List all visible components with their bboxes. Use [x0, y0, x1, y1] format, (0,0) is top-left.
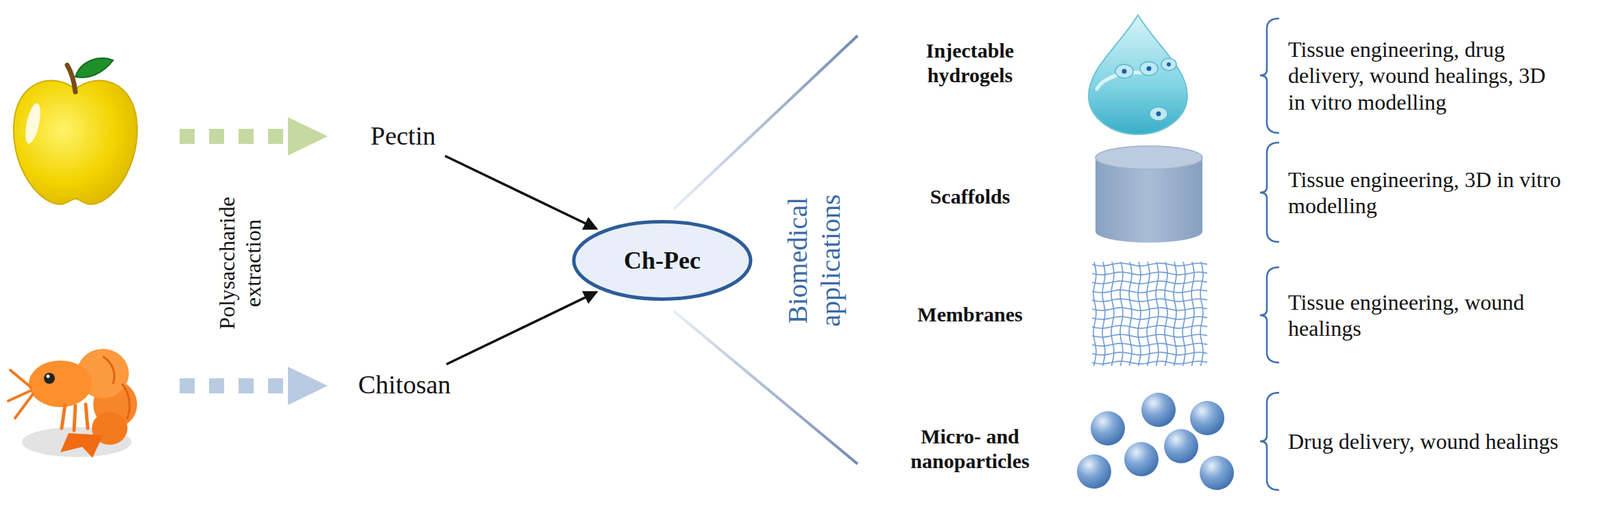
mesh-strand: [1155, 261, 1159, 367]
label-text: Membranes: [917, 302, 1023, 326]
mesh-strand: [1092, 289, 1208, 293]
mesh-strand: [1111, 261, 1114, 367]
mesh-strand: [1092, 361, 1208, 365]
mesh-strand: [1137, 261, 1141, 367]
label-text: Micro- and nanoparticles: [910, 425, 1029, 473]
blend-ellipse: Ch-Pec: [571, 219, 754, 302]
label-text: Tissue engineering, drug delivery, wound…: [1288, 37, 1546, 115]
mesh-strand: [1200, 261, 1204, 367]
node-text: Chitosan: [357, 369, 451, 400]
application-uses: Drug delivery, wound healings: [1288, 428, 1563, 455]
mesh-strand: [1164, 261, 1168, 367]
connector-arrow: [444, 155, 597, 229]
label-text: Tissue engineering, wound healings: [1288, 289, 1525, 341]
node-text: Ch-Pec: [623, 246, 701, 275]
shrimp-icon: [8, 348, 138, 458]
bracket: [1259, 18, 1280, 491]
mesh-strand: [1129, 261, 1132, 367]
mesh-strand: [1092, 298, 1208, 302]
mesh-strand: [1191, 261, 1195, 367]
process-label: Polysaccharide extraction: [213, 180, 267, 346]
mesh-strand: [1120, 261, 1123, 367]
mesh-strand: [1092, 334, 1208, 338]
fan-line: [673, 311, 858, 465]
extraction-arrow: [179, 117, 328, 156]
polysaccharide-node: Pectin: [365, 117, 442, 154]
mesh-strand: [1092, 281, 1208, 284]
application-uses: Tissue engineering, 3D in vitro modellin…: [1288, 166, 1563, 220]
apple-icon: [13, 58, 138, 205]
label-text: Scaffolds: [930, 185, 1011, 208]
node-text: Pectin: [370, 120, 436, 151]
section-heading: Biomedical applications: [781, 174, 848, 347]
ellipse-shape: [573, 222, 751, 300]
fan-line: [673, 35, 858, 210]
extraction-arrow: [179, 366, 328, 406]
label-text: Tissue engineering, 3D in vitro modellin…: [1288, 167, 1561, 218]
connector-arrow: [446, 292, 597, 365]
application-type: Injectable hydrogels: [904, 38, 1036, 88]
polysaccharide-node: Chitosan: [352, 366, 456, 403]
label-text: Polysaccharide extraction: [214, 196, 266, 330]
label-text: Injectable hydrogels: [926, 39, 1014, 87]
mesh-strand: [1093, 261, 1097, 367]
mesh-strand: [1092, 343, 1208, 347]
label-text: Biomedical applications: [782, 194, 846, 327]
mesh-strand: [1092, 263, 1208, 266]
scaffold-cylinder-icon: [1095, 146, 1203, 243]
mesh-strand: [1182, 261, 1186, 367]
mesh-strand: [1173, 261, 1177, 367]
application-type: Micro- and nanoparticles: [896, 424, 1045, 474]
application-type: Scaffolds: [898, 184, 1042, 210]
mesh-strand: [1146, 261, 1150, 367]
mesh-strand: [1102, 261, 1106, 367]
application-type: Membranes: [898, 302, 1042, 327]
label-text: Drug delivery, wound healings: [1288, 429, 1559, 454]
membrane-mesh-icon: [1092, 261, 1208, 367]
application-uses: Tissue engineering, drug delivery, wound…: [1288, 36, 1563, 116]
mesh-strand: [1092, 325, 1208, 329]
application-uses: Tissue engineering, wound healings: [1288, 289, 1563, 343]
particles-icon: [1076, 392, 1234, 491]
hydrogel-drop-icon: [1088, 15, 1188, 135]
